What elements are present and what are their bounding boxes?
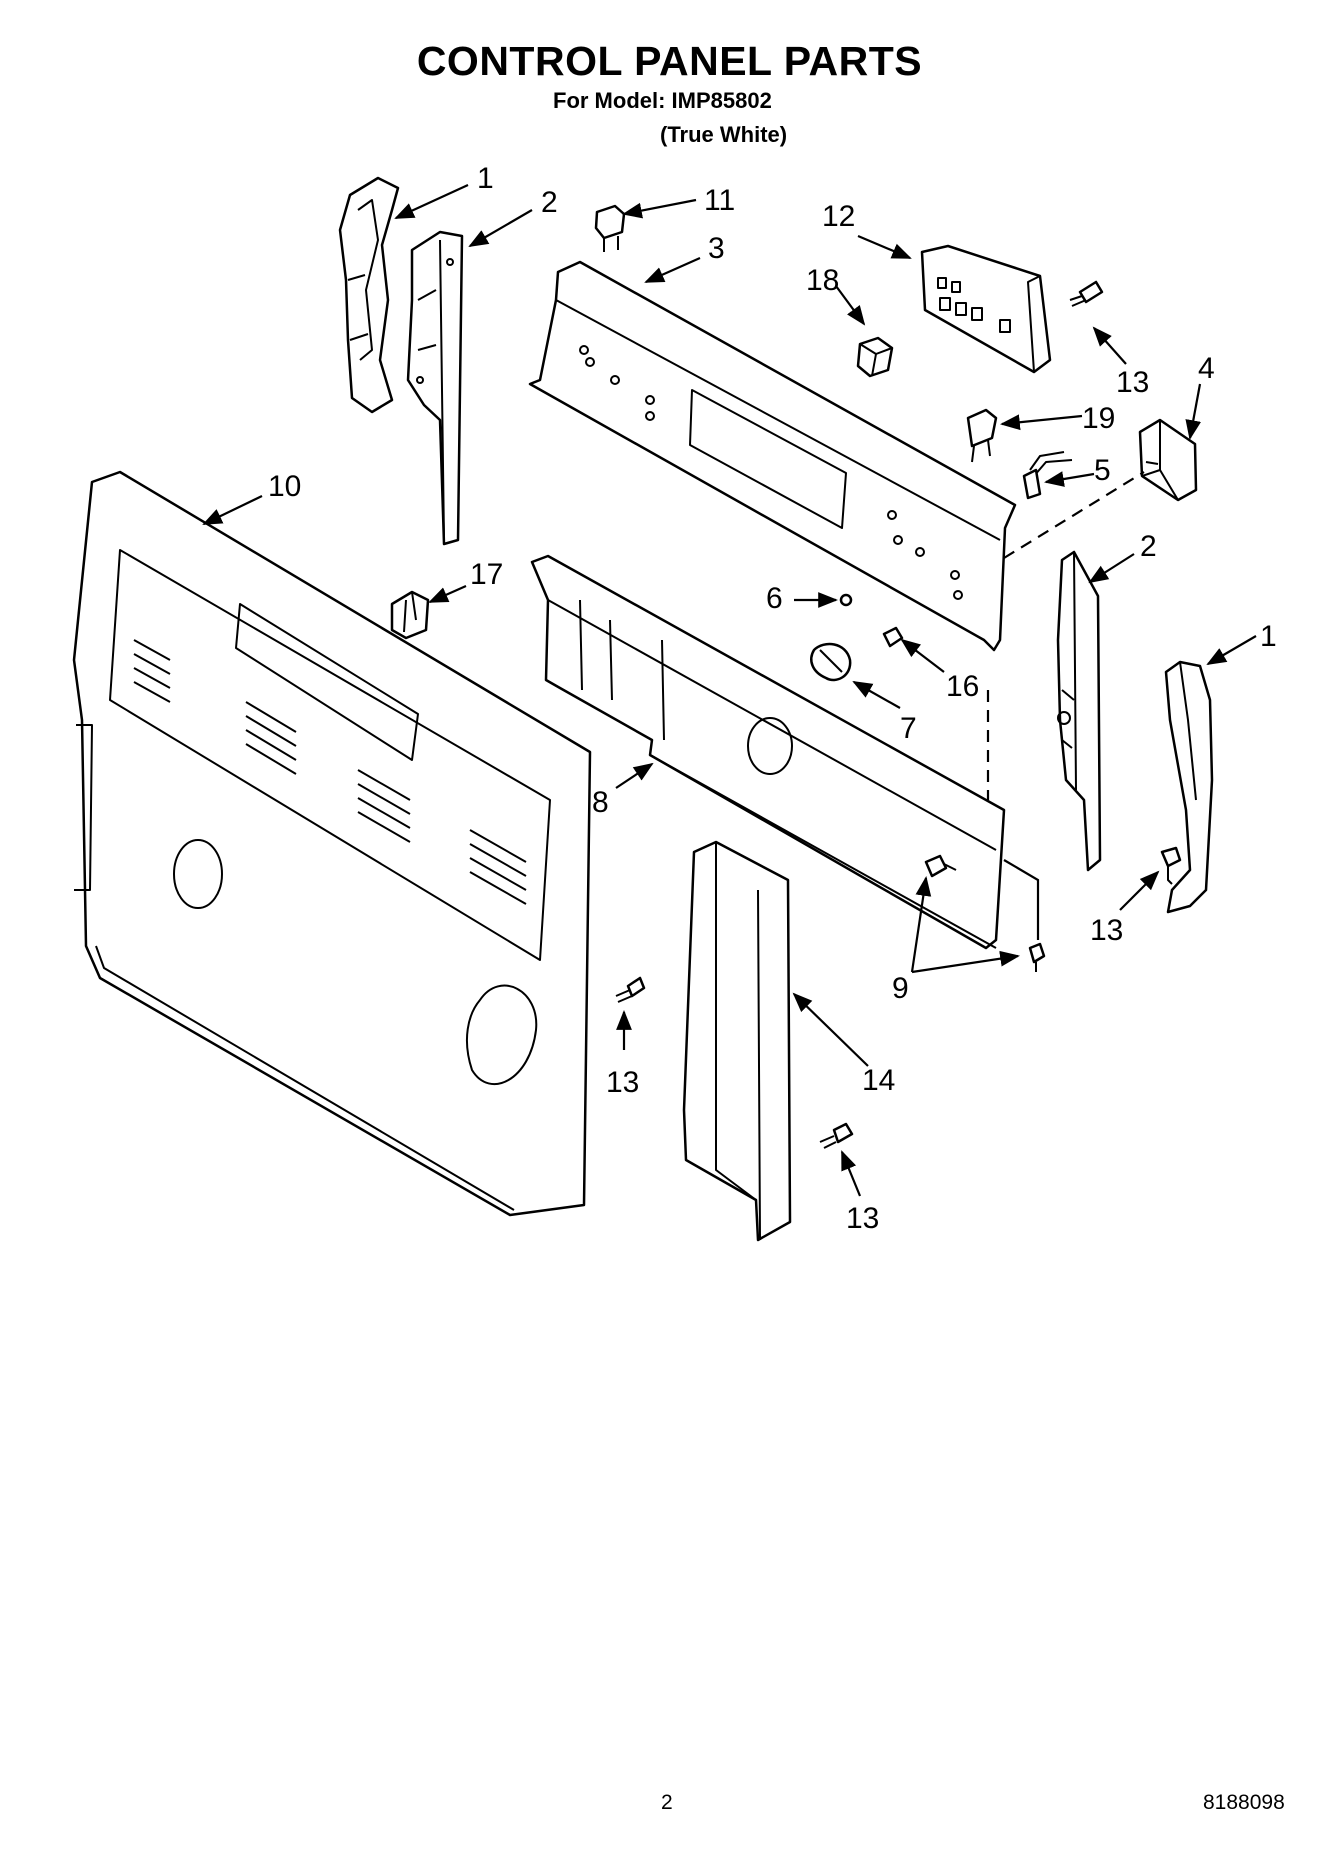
callout-12: 12: [822, 200, 855, 233]
control-panel-console: [528, 260, 1017, 652]
callout-3: 3: [708, 232, 725, 265]
callout-6: 6: [766, 582, 783, 615]
callout-9: 9: [892, 972, 909, 1005]
callout-13-right: 13: [1090, 914, 1123, 947]
side-bracket-left: [406, 230, 464, 546]
end-cap-left: [338, 176, 400, 414]
callout-17: 17: [470, 558, 503, 591]
callout-10: 10: [268, 470, 301, 503]
switch-19: [966, 408, 998, 463]
brace-14: [682, 840, 792, 1242]
callout-14: 14: [862, 1064, 895, 1097]
callout-8: 8: [592, 786, 609, 819]
end-cap-right: [1164, 660, 1214, 914]
callout-7: 7: [900, 712, 917, 745]
harness-5: [1022, 451, 1073, 500]
switch-11: [594, 204, 626, 252]
clip-17: [390, 590, 430, 640]
callout-1-top: 1: [477, 162, 494, 195]
callout-13-bottom: 13: [846, 1202, 879, 1235]
color-line: (True White): [660, 122, 788, 147]
side-bracket-right: [1056, 550, 1102, 872]
callout-18: 18: [806, 264, 839, 297]
callout-16: 16: [946, 670, 979, 703]
assembly-line-3: [1003, 859, 1040, 940]
callout-2-right: 2: [1140, 530, 1157, 563]
screw-16: [882, 626, 904, 648]
rear-panel-10: [72, 470, 592, 1217]
manifold-panel-8: [530, 554, 1006, 950]
screws-9: [924, 854, 1046, 972]
callout-4: 4: [1198, 352, 1215, 385]
screw-13-bottom: [819, 1122, 854, 1149]
page-title: CONTROL PANEL PARTS: [416, 38, 923, 84]
model-line: For Model: IMP85802: [553, 88, 772, 113]
callout-1-right: 1: [1260, 620, 1277, 653]
callout-labels: 1 2 11 3 12 18 13 4 19 5 10 17 2 6 1 16 …: [268, 162, 1277, 1235]
callout-11: 11: [704, 184, 735, 217]
leader-arrows: [202, 184, 1257, 1197]
screw-13-right: [1160, 846, 1182, 885]
callout-19: 19: [1082, 402, 1115, 435]
screw-13-left: [615, 976, 646, 1003]
screw-13-top: [1069, 280, 1104, 307]
assembly-line-1: [1003, 471, 1145, 559]
callout-5: 5: [1094, 454, 1111, 487]
callout-2-top: 2: [541, 186, 558, 219]
button-18: [856, 336, 894, 378]
callout-13-left: 13: [606, 1066, 639, 1099]
screw-6: [839, 593, 853, 607]
callout-13-top: 13: [1116, 366, 1149, 399]
knob-7: [810, 642, 852, 682]
switch-box-4: [1138, 418, 1198, 502]
document-number: 8188098: [1203, 1791, 1285, 1814]
electronic-control-12: [920, 244, 1052, 374]
page-number: 2: [661, 1791, 673, 1814]
